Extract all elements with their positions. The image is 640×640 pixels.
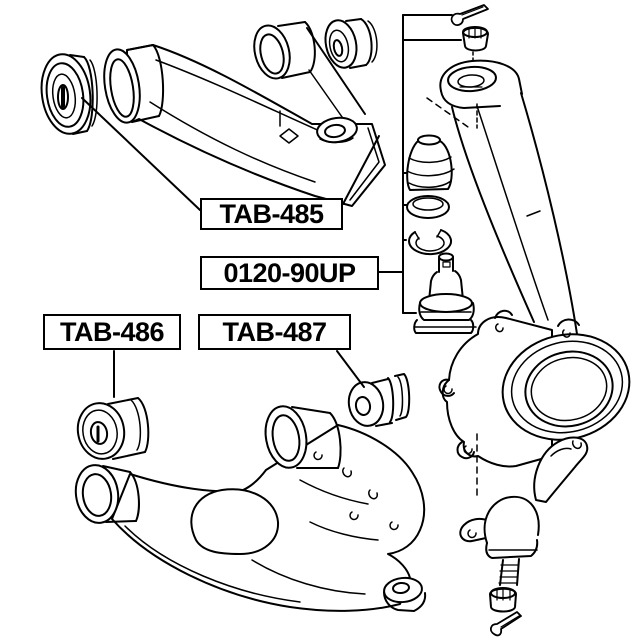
snap-ring-drawing xyxy=(408,229,453,256)
upper-ball-joint-drawing xyxy=(413,252,477,334)
lower-ball-joint-drawing xyxy=(459,436,589,637)
upper-control-arm-drawing xyxy=(40,18,386,207)
upper-arm-rear-bushing-drawing xyxy=(324,18,378,69)
part-label-tab-485: TAB-485 xyxy=(200,198,343,230)
castle-nut-top-drawing xyxy=(462,26,489,52)
cotter-pin-top-drawing xyxy=(450,4,489,26)
part-label-tab-486: TAB-486 xyxy=(43,314,181,350)
part-label-0120-90up: 0120-90UP xyxy=(200,256,379,290)
steering-knuckle-drawing xyxy=(438,59,631,497)
castle-nut-bottom-drawing xyxy=(489,587,517,613)
leader-lines xyxy=(81,97,404,398)
ball-joint-kit-drawing xyxy=(402,4,489,334)
dust-boot-drawing xyxy=(406,134,455,191)
upper-arm-front-bushing-drawing xyxy=(40,53,98,135)
lower-control-arm-drawing xyxy=(74,405,427,612)
part-label-tab-487: TAB-487 xyxy=(198,314,351,350)
lower-arm-rear-bushing-drawing xyxy=(347,373,411,427)
dust-cover-ring-drawing xyxy=(406,195,450,219)
cotter-pin-bottom-drawing xyxy=(490,611,522,637)
lower-arm-front-bushing-drawing xyxy=(76,397,150,460)
